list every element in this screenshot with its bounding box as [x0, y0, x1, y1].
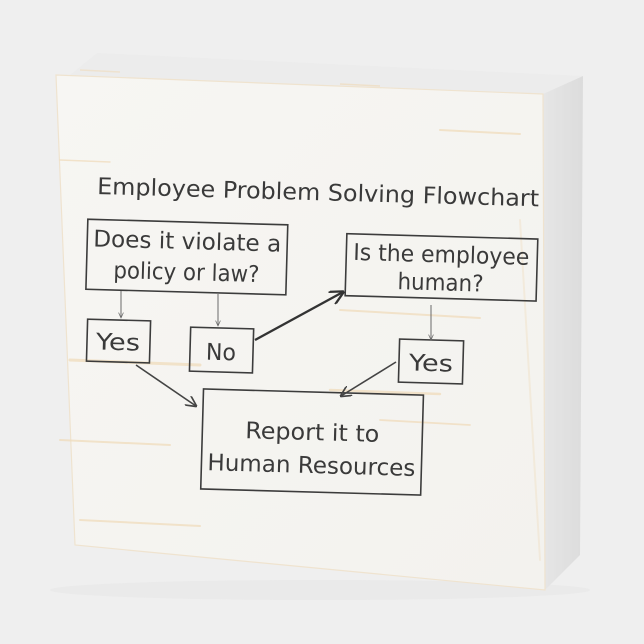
node-violate-line2: policy or law? — [113, 258, 260, 288]
node-yes-left-label: Yes — [94, 329, 140, 356]
edge-yes-right-to-report — [341, 361, 397, 396]
node-no-label: No — [206, 340, 237, 367]
box-side-face — [543, 76, 583, 590]
node-human-line1: Is the employee — [353, 240, 530, 271]
node-yes-left: Yes — [85, 318, 152, 364]
node-report-line2: Human Resources — [207, 450, 416, 482]
node-human-line2: human? — [397, 269, 484, 297]
node-no: No — [188, 326, 255, 374]
node-human-question: Is the employee human? — [344, 232, 539, 302]
edge-yes-left-to-report — [135, 364, 196, 406]
flowchart-edges — [121, 291, 431, 406]
box-front-face — [55, 74, 546, 591]
box-top-face — [70, 53, 583, 94]
node-yes-right: Yes — [397, 338, 465, 385]
node-violate-line1: Does it violate a — [93, 226, 282, 257]
node-violate-question: Does it violate a policy or law? — [85, 218, 289, 296]
node-report: Report it to Human Resources — [199, 388, 425, 496]
edge-no-to-human — [254, 292, 343, 342]
floor-shadow — [50, 580, 590, 600]
node-yes-right-label: Yes — [407, 350, 453, 377]
node-report-line1: Report it to — [245, 418, 380, 448]
